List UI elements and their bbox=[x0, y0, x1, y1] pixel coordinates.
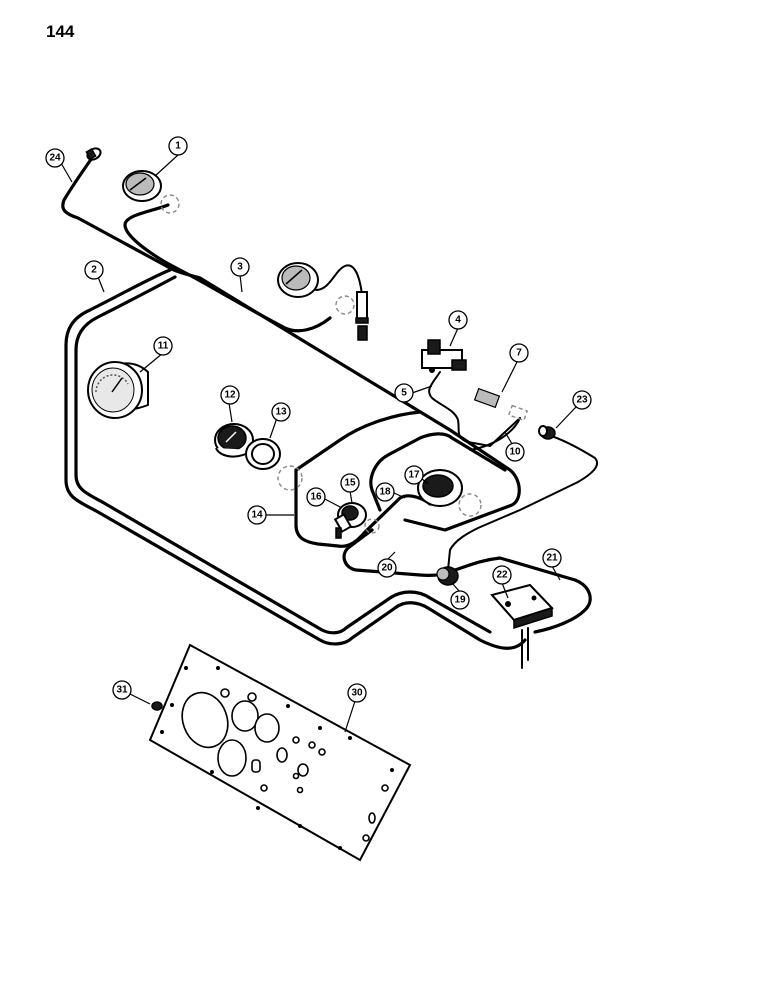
callout-label: 17 bbox=[408, 470, 420, 481]
callout-label: 10 bbox=[509, 447, 521, 458]
callout-14: 14 bbox=[247, 505, 267, 525]
harness-23 bbox=[447, 434, 598, 571]
callout-30: 30 bbox=[347, 683, 367, 703]
callout-label: 14 bbox=[251, 510, 263, 521]
callout-label: 30 bbox=[351, 688, 363, 699]
ignition-switch-16 bbox=[333, 502, 380, 539]
callout-label: 19 bbox=[454, 595, 466, 606]
instrument-panel-30 bbox=[148, 643, 412, 862]
module-22 bbox=[490, 583, 554, 669]
gauge-17 bbox=[417, 469, 482, 517]
bulb-23 bbox=[538, 425, 556, 440]
leader-lines bbox=[60, 154, 577, 733]
callout-20: 20 bbox=[377, 558, 397, 578]
harness-21 bbox=[453, 556, 592, 634]
callout-label: 16 bbox=[310, 492, 322, 503]
callout-31: 31 bbox=[112, 680, 132, 700]
connector-7 bbox=[473, 387, 529, 422]
page-number: 144 bbox=[46, 22, 75, 41]
gauge-1 bbox=[122, 170, 180, 214]
gauge-12 bbox=[214, 423, 254, 458]
callout-label: 5 bbox=[401, 388, 407, 399]
callout-label: 18 bbox=[379, 487, 391, 498]
callout-label: 13 bbox=[275, 407, 287, 418]
callout-19: 19 bbox=[450, 590, 470, 610]
callout-23: 23 bbox=[572, 390, 592, 410]
callout-label: 12 bbox=[224, 390, 236, 401]
dashed-opening-14 bbox=[277, 465, 303, 491]
callout-17: 17 bbox=[404, 465, 424, 485]
tachometer-11 bbox=[87, 361, 149, 419]
callout-3: 3 bbox=[230, 257, 250, 277]
callout-label: 24 bbox=[49, 153, 61, 164]
callout-label: 15 bbox=[344, 478, 356, 489]
callout-18: 18 bbox=[375, 482, 395, 502]
callout-label: 31 bbox=[116, 685, 128, 696]
callout-label: 2 bbox=[91, 265, 97, 276]
callout-2: 2 bbox=[84, 260, 104, 280]
harness-10-lead bbox=[469, 417, 521, 451]
temperature-gauge bbox=[277, 262, 369, 341]
callout-label: 7 bbox=[516, 348, 522, 359]
callout-22: 22 bbox=[492, 565, 512, 585]
callout-label: 4 bbox=[455, 315, 461, 326]
callout-12: 12 bbox=[220, 385, 240, 405]
harness-18 bbox=[369, 432, 507, 512]
callout-13: 13 bbox=[271, 402, 291, 422]
ring-13 bbox=[245, 438, 281, 470]
callout-16: 16 bbox=[306, 487, 326, 507]
plug-31 bbox=[151, 701, 163, 711]
harness-3 bbox=[123, 203, 332, 333]
callout-label: 22 bbox=[496, 570, 508, 581]
callout-1: 1 bbox=[168, 136, 188, 156]
harness-20 bbox=[342, 528, 457, 577]
callout-label: 23 bbox=[576, 395, 588, 406]
harness-2 bbox=[64, 268, 527, 650]
harness-5 bbox=[428, 371, 521, 447]
callout-label: 3 bbox=[237, 262, 243, 273]
callout-label: 21 bbox=[546, 553, 558, 564]
callout-label: 20 bbox=[381, 563, 393, 574]
callout-5: 5 bbox=[394, 383, 414, 403]
callout-4: 4 bbox=[448, 310, 468, 330]
switch-4 bbox=[421, 339, 467, 373]
callout-11: 11 bbox=[153, 336, 173, 356]
callout-7: 7 bbox=[509, 343, 529, 363]
callout-label: 11 bbox=[158, 341, 169, 352]
callout-24: 24 bbox=[45, 148, 65, 168]
callout-label: 1 bbox=[175, 141, 181, 152]
callout-10: 10 bbox=[505, 442, 525, 462]
harness-24 bbox=[61, 156, 521, 532]
bulb-24 bbox=[85, 147, 102, 161]
callout-15: 15 bbox=[340, 473, 360, 493]
harness-2-inner bbox=[74, 275, 492, 635]
harness-center bbox=[294, 410, 422, 472]
light-19 bbox=[436, 566, 459, 586]
callout-21: 21 bbox=[542, 548, 562, 568]
